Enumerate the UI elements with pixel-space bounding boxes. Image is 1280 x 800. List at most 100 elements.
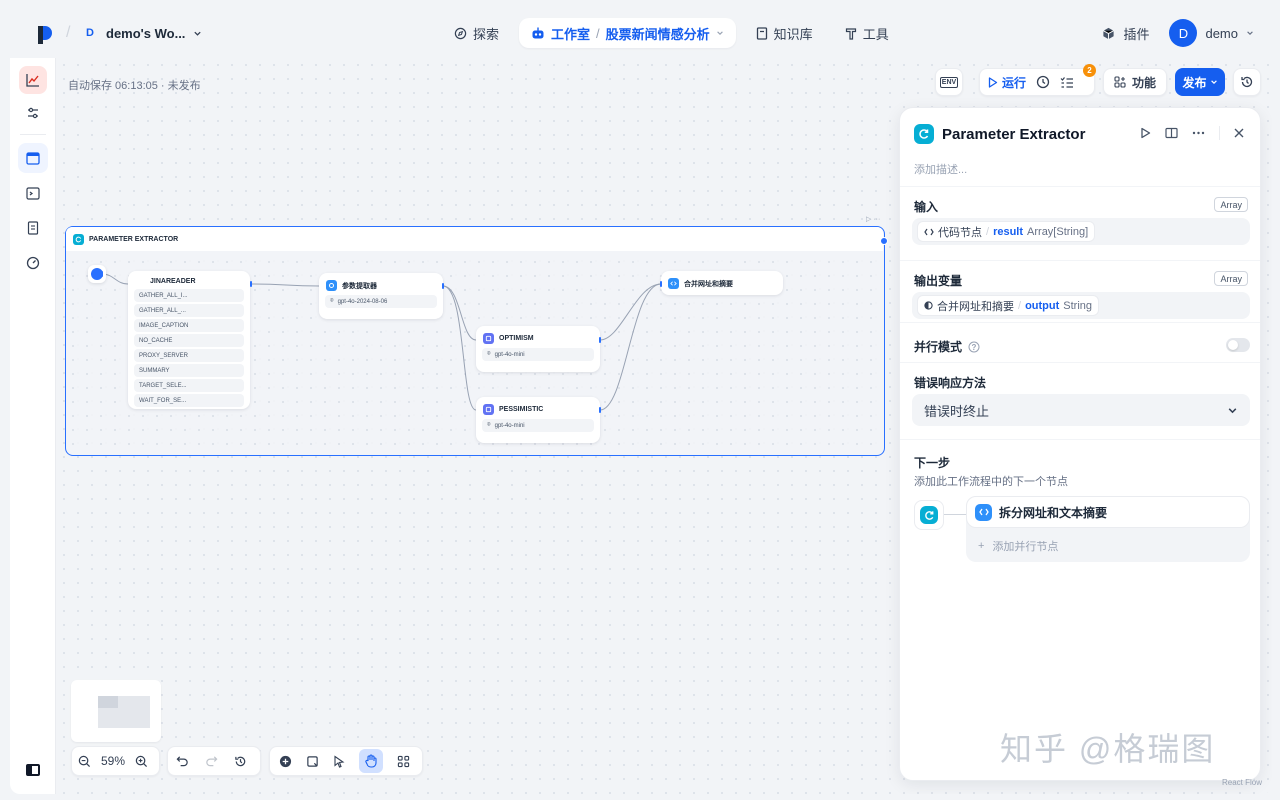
app-icon[interactable] bbox=[19, 66, 47, 94]
param-extractor-header: 参数提取器 bbox=[319, 273, 443, 295]
publish-button[interactable]: 发布 bbox=[1175, 68, 1225, 96]
user-menu[interactable]: D demo bbox=[1169, 19, 1254, 47]
plugins-label: 插件 bbox=[1123, 26, 1150, 42]
react-flow-attribution[interactable]: React Flow bbox=[1222, 778, 1263, 787]
edge-optimism-merge bbox=[599, 283, 662, 341]
error-handling-label: 错误响应方法 bbox=[914, 376, 987, 390]
output-handle[interactable] bbox=[101, 271, 103, 277]
close-icon[interactable] bbox=[1234, 128, 1244, 138]
env-button[interactable]: ENV bbox=[935, 68, 963, 96]
play-icon[interactable] bbox=[1140, 127, 1151, 139]
nav-tools[interactable]: 工具 bbox=[833, 18, 901, 48]
monitoring-button[interactable] bbox=[18, 248, 48, 278]
history-icon[interactable] bbox=[234, 755, 247, 768]
jinareader-node[interactable]: JINAREADER GATHER_ALL_I... GATHER_ALL_..… bbox=[128, 271, 250, 409]
help-icon[interactable]: ? bbox=[968, 341, 980, 353]
output-handle[interactable] bbox=[599, 337, 601, 343]
book-icon bbox=[756, 26, 767, 40]
minimap[interactable] bbox=[71, 680, 161, 742]
optimism-title: OPTIMISM bbox=[499, 335, 534, 342]
toggle-knob bbox=[1228, 340, 1238, 350]
model-pill: ⌾gpt-4o-mini bbox=[482, 419, 594, 432]
workspace-switcher[interactable]: D demo's Wo... bbox=[82, 22, 202, 44]
app-settings-button[interactable] bbox=[18, 98, 48, 128]
pointer-icon[interactable] bbox=[333, 754, 345, 768]
output-label: 输出变量 bbox=[914, 274, 963, 288]
checklist-icon[interactable] bbox=[1060, 76, 1074, 89]
node-config-panel: Parameter Extractor 添加描述... 输入 Array 代码节… bbox=[899, 107, 1261, 781]
optimism-node[interactable]: OPTIMISM ⌾gpt-4o-mini bbox=[476, 326, 600, 372]
organize-icon[interactable] bbox=[397, 755, 410, 768]
connector-line bbox=[944, 514, 966, 515]
variable-chip: 合并网址和摘要 / output String bbox=[917, 295, 1100, 316]
run-history-icon[interactable] bbox=[1036, 75, 1050, 89]
divider bbox=[900, 322, 1260, 323]
collapse-sidebar-icon[interactable] bbox=[26, 764, 40, 776]
book-open-icon[interactable] bbox=[1165, 127, 1178, 139]
add-next-handle[interactable] bbox=[880, 237, 888, 245]
orchestrate-button[interactable] bbox=[18, 143, 48, 173]
add-parallel-node-button[interactable]: + 添加并行节点 bbox=[978, 538, 1058, 554]
param-pill: SUMMARY bbox=[134, 364, 244, 377]
add-note-icon[interactable] bbox=[306, 755, 319, 768]
publish-label: 发布 bbox=[1182, 75, 1207, 90]
output-handle[interactable] bbox=[442, 283, 444, 289]
output-type-tag: Array bbox=[1214, 271, 1248, 286]
hand-tool-button[interactable] bbox=[359, 749, 383, 773]
param-pill: TARGET_SELE... bbox=[134, 379, 244, 392]
logs-button[interactable] bbox=[18, 213, 48, 243]
workflow-canvas[interactable]: 自动保存 06:13:05 · 未发布 ENV 运行 2 功能 发布 ▷ ··· bbox=[57, 58, 1272, 794]
add-parallel-label: 添加并行节点 bbox=[992, 541, 1059, 553]
error-handling-select[interactable]: 错误时终止 bbox=[912, 394, 1250, 426]
dify-logo[interactable] bbox=[36, 24, 54, 44]
param-extractor-node[interactable]: 参数提取器 ⌾gpt-4o-2024-08-06 bbox=[319, 273, 443, 319]
zoom-out-icon[interactable] bbox=[78, 755, 91, 768]
pessimistic-header: PESSIMISTIC bbox=[476, 397, 600, 419]
current-app-name[interactable]: 股票新闻情感分析 bbox=[605, 26, 710, 42]
jinareader-node-title: JINAREADER bbox=[150, 278, 196, 285]
plugins-button[interactable]: 插件 bbox=[1102, 24, 1149, 43]
robot-icon bbox=[532, 27, 544, 38]
merge-code-node[interactable]: 合并网址和摘要 bbox=[661, 271, 783, 295]
features-button[interactable]: 功能 bbox=[1103, 68, 1167, 96]
zoom-in-icon[interactable] bbox=[135, 755, 148, 768]
extractor-icon bbox=[326, 280, 337, 291]
parallel-mode-toggle[interactable] bbox=[1226, 338, 1250, 352]
nav-tools-label: 工具 bbox=[862, 26, 889, 42]
output-handle[interactable] bbox=[250, 281, 252, 287]
nav-explore[interactable]: 探索 bbox=[442, 18, 511, 48]
node-mini-actions[interactable]: ▷ ··· bbox=[866, 216, 881, 223]
history-controls bbox=[167, 746, 261, 776]
output-handle[interactable] bbox=[599, 407, 601, 413]
more-icon[interactable] bbox=[1192, 131, 1205, 135]
chevron-down-icon bbox=[1210, 80, 1217, 85]
nav-studio[interactable]: 工作室 / 股票新闻情感分析 bbox=[519, 18, 736, 48]
iteration-start-node[interactable] bbox=[88, 265, 106, 283]
panel-title[interactable]: Parameter Extractor bbox=[942, 125, 1086, 143]
version-history-button[interactable] bbox=[1233, 68, 1261, 96]
undo-icon[interactable] bbox=[176, 755, 189, 767]
api-access-button[interactable] bbox=[18, 178, 48, 208]
add-node-icon[interactable] bbox=[279, 755, 292, 768]
nav-separator: / bbox=[596, 25, 600, 41]
description-input[interactable]: 添加描述... bbox=[914, 164, 968, 176]
input-variable-selector[interactable]: 代码节点 / result Array[String] bbox=[912, 218, 1250, 245]
output-variable-selector[interactable]: 合并网址和摘要 / output String bbox=[912, 292, 1250, 319]
model-name: gpt-4o-mini bbox=[494, 351, 525, 358]
pessimistic-node[interactable]: PESSIMISTIC ⌾gpt-4o-mini bbox=[476, 397, 600, 443]
avatar: D bbox=[1169, 19, 1198, 47]
nav-knowledge[interactable]: 知识库 bbox=[744, 18, 825, 48]
next-step-description: 添加此工作流程中的下一个节点 bbox=[914, 476, 1068, 488]
zoom-level[interactable]: 59% bbox=[101, 754, 126, 768]
iteration-node[interactable]: ▷ ··· PARAMETER EXTRACTOR JINAREADE bbox=[65, 216, 888, 456]
canvas-tools bbox=[269, 746, 423, 776]
divider bbox=[900, 260, 1260, 261]
variable-source-node: 合并网址和摘要 bbox=[937, 300, 1014, 313]
app-window: / D demo's Wo... 探索 工作室 / 股票新闻情感分析 知识库 bbox=[10, 8, 1272, 794]
compass-icon bbox=[454, 27, 467, 39]
run-button[interactable]: 运行 bbox=[988, 74, 1026, 91]
breadcrumb-separator: / bbox=[66, 24, 71, 41]
input-handle[interactable] bbox=[660, 281, 662, 287]
redo-icon[interactable] bbox=[205, 755, 218, 767]
next-node-item[interactable]: 拆分网址和文本摘要 bbox=[966, 496, 1250, 528]
